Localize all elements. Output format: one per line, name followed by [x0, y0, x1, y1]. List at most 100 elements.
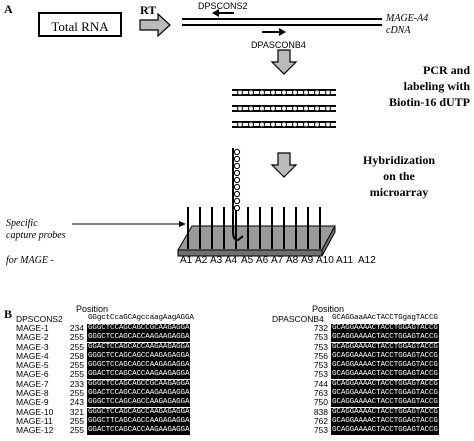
gene-name: MAGE-1	[16, 323, 49, 333]
position-header: Position	[76, 304, 109, 314]
rt-arrow-icon	[139, 12, 171, 38]
aligned-sequence: GGGCTCCAGCAGCCAAGAGAGGA	[87, 361, 191, 371]
probe-label-a6: A6	[256, 255, 269, 266]
position-value: 255	[69, 388, 84, 399]
gene-name: MAGE-2	[16, 332, 49, 343]
microarray-slide	[177, 225, 336, 257]
hybridized-strand	[232, 148, 244, 242]
position-value: 732	[313, 323, 328, 333]
probe-label-a9: A9	[301, 255, 314, 266]
pcr-label-line2: labeling with	[403, 79, 470, 93]
aligned-sequence: GCAGGAAAACTACCTGGAGTACCG	[331, 342, 439, 352]
hyb-label-line3: microarray	[369, 185, 429, 199]
position-value: 255	[69, 360, 84, 371]
position-value: 321	[69, 406, 84, 417]
capture-probes	[187, 207, 321, 249]
biotin-dot	[281, 105, 287, 112]
aligned-sequence: GCAGGAAAACTACCTGGAGTACCG	[331, 351, 439, 361]
biotin-dot	[281, 121, 287, 128]
biotin-dot	[233, 176, 241, 184]
aligned-sequence: GCAGGAAAACTACCTGGAGTACCG	[331, 361, 439, 371]
for-mage-label: for MAGE -	[6, 255, 54, 266]
position-value: 233	[69, 378, 84, 389]
gene-name: MAGE-4	[16, 350, 49, 361]
biotin-dot	[233, 197, 241, 205]
biotin-dot	[281, 89, 287, 96]
antisense-primer-alignment: Position DPASCONB4 GCAGGaaAAcTACCTGgagTA…	[272, 304, 472, 439]
aligned-sequence: GGGCTCCAGCACCAAGAAGAGGA	[87, 333, 191, 343]
biotin-dot	[270, 105, 276, 112]
hyb-label-line1: Hybridization	[362, 153, 435, 167]
position-value: 756	[313, 350, 328, 361]
biotin-dot	[237, 121, 243, 128]
position-value: 762	[313, 415, 328, 426]
primer-fwd-arrow-icon	[212, 9, 234, 17]
primer-name: DPSCONS2	[16, 314, 63, 324]
probe-label-a1: A1	[180, 255, 193, 266]
gene-name: MAGE-11	[16, 415, 53, 426]
aligned-sequence: GGGCTTCAGCAGCCAAGAGAGGA	[87, 416, 191, 426]
probe-label-a8: A8	[286, 255, 299, 266]
biotin-dot	[233, 169, 241, 177]
biotin-dot	[233, 204, 241, 212]
panel-label-b: B	[4, 307, 13, 321]
probe-label-a3: A3	[210, 255, 223, 266]
aligned-sequence: GGACTCCAGCACCAAGAAGAGGA	[87, 342, 191, 352]
biotin-dot	[292, 105, 298, 112]
probe-label-a12: A12	[358, 255, 376, 266]
biotin-dot	[325, 89, 331, 96]
probe-label-line1: Specific	[6, 218, 38, 229]
primer-fwd-label: DPSCONS2	[198, 1, 248, 11]
aligned-sequence: GGGCTCCAGCAGCCAAGAGAGGA	[87, 407, 191, 417]
position-header: Position	[312, 304, 345, 314]
probe-label-a11: A11	[336, 255, 354, 266]
biotin-dot	[325, 105, 331, 112]
down-arrow-icon-2	[270, 152, 298, 178]
primer-sequence: GGgctCcaGCAgccaagAagAGGA	[88, 314, 194, 322]
aligned-sequence: GCAGGAAAACTACCTGGAGTACCG	[331, 398, 439, 408]
biotin-dot	[237, 105, 243, 112]
biotin-dot	[314, 89, 320, 96]
aligned-sequence: GCAGGAAAACTACCTGGAGTACCG	[331, 370, 439, 380]
biotin-labels	[233, 148, 241, 212]
biotin-dot	[303, 89, 309, 96]
sense-primer-alignment: Position DPSCONS2 GGgctCcaGCAgccaagAagAG…	[16, 304, 241, 439]
primer-name: DPASCONB4	[272, 314, 324, 324]
aligned-sequence: GGGCTCCAGCAGCCAAGAGAGGA	[87, 351, 191, 361]
probe-label-a7: A7	[271, 255, 284, 266]
probe-label-a2: A2	[195, 255, 208, 266]
gene-name: MAGE-6	[16, 369, 49, 380]
biotin-dot	[233, 148, 241, 156]
position-value: 234	[69, 323, 84, 333]
position-value: 838	[313, 406, 328, 417]
capture-probe-label: Specific capture probes	[6, 218, 66, 242]
position-value: 753	[313, 360, 328, 371]
gene-name: MAGE-9	[16, 397, 49, 408]
biotin-dot	[233, 162, 241, 170]
probe-label-a10: A10	[316, 255, 334, 266]
biotin-dot	[292, 89, 298, 96]
probe-label-line2: capture probes	[6, 230, 66, 241]
biotin-dot	[233, 183, 241, 191]
biotin-dot	[325, 121, 331, 128]
position-value: 243	[69, 397, 84, 408]
cdna-label-line2: cDNA	[386, 25, 411, 36]
pcr-label-line3: Biotin-16 dUTP	[388, 95, 470, 109]
probe-pointer-arrow-icon	[72, 221, 186, 227]
primer-rev-label: DPASCONB4	[251, 40, 306, 50]
position-value: 255	[69, 415, 84, 426]
panel-label-a: A	[4, 2, 13, 16]
